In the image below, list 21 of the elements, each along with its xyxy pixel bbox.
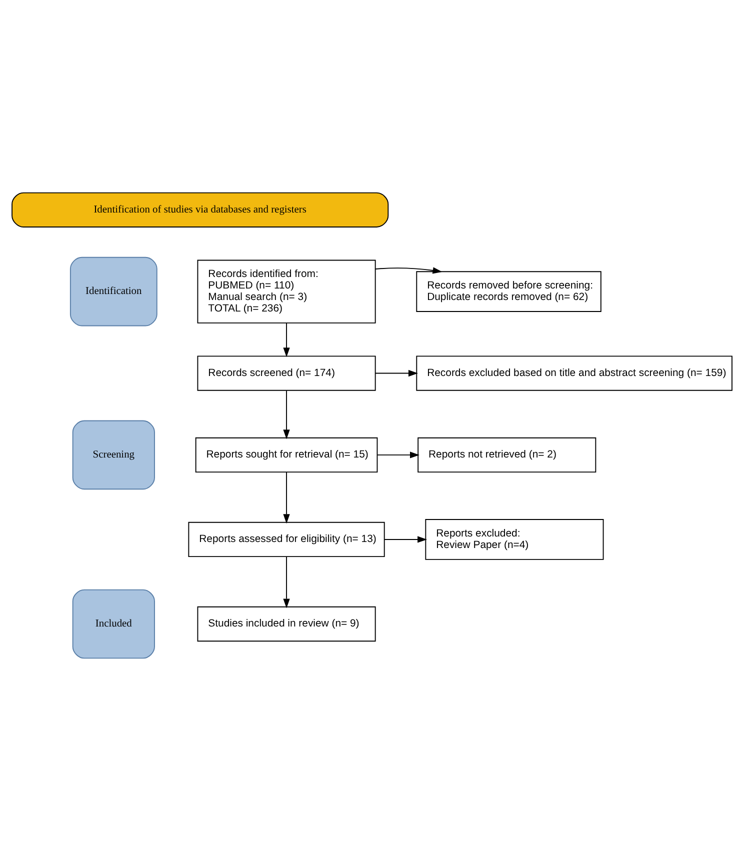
node-box: Reports assessed for eligibility (n= 13) bbox=[188, 522, 385, 558]
arrow bbox=[283, 556, 290, 608]
node-box: Identification of studies via databases and registers bbox=[12, 192, 389, 228]
arrow bbox=[384, 536, 428, 543]
node-box: Studies included in review (n= 9) bbox=[197, 606, 376, 642]
node-box: Records identified from: PUBMED (n= 110) Manual search (n= 3) TOTAL (n= 236) bbox=[197, 260, 376, 324]
node-box: Included bbox=[72, 589, 155, 659]
node-box: Records screened (n= 174) bbox=[197, 356, 376, 391]
node-box: Identification bbox=[70, 256, 158, 326]
node-box: Reports sought for retrieval (n= 15) bbox=[195, 437, 378, 473]
arrow bbox=[283, 322, 290, 358]
node-box: Reports not retrieved (n= 2) bbox=[418, 437, 596, 473]
arrow bbox=[376, 452, 420, 458]
node-box: Screening bbox=[72, 420, 155, 490]
node-box: Reports excluded: Review Paper (n=4) bbox=[425, 519, 604, 560]
arrow bbox=[283, 472, 290, 524]
node-box: Records excluded based on title and abstract screening (n= 159) bbox=[416, 356, 732, 391]
node-box: Records removed before screening: Duplicate records removed (n= 62) bbox=[416, 271, 602, 312]
arrow bbox=[374, 370, 418, 377]
arrow bbox=[375, 267, 442, 274]
arrow bbox=[283, 390, 290, 440]
